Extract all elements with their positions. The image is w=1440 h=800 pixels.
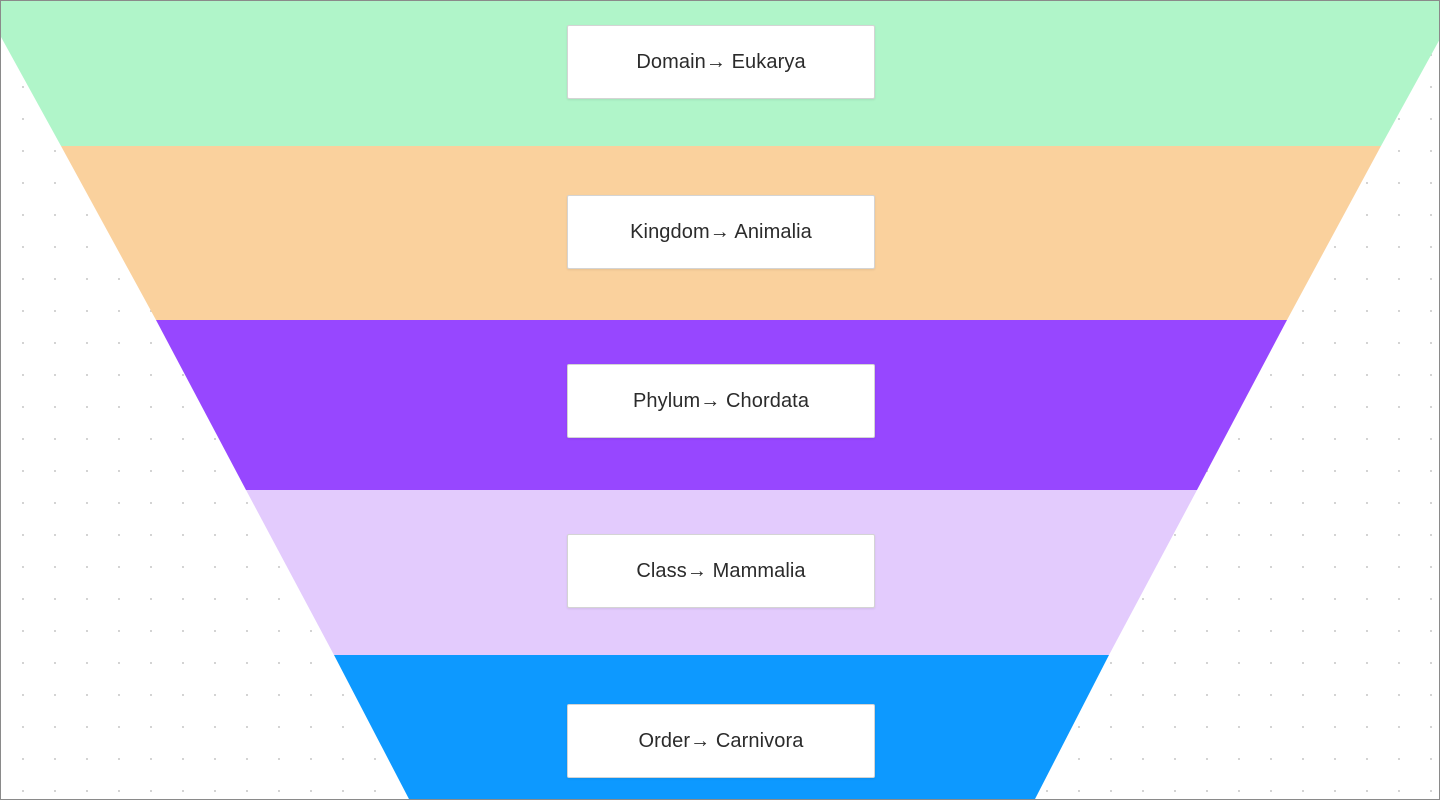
funnel-label-kingdom[interactable]: Kingdom→ Animalia — [567, 195, 875, 269]
funnel-label-phylum[interactable]: Phylum→ Chordata — [567, 364, 875, 438]
funnel-label-class[interactable]: Class→ Mammalia — [567, 534, 875, 608]
funnel-label-domain[interactable]: Domain→ Eukarya — [567, 25, 875, 99]
funnel-label-order[interactable]: Order→ Carnivora — [567, 704, 875, 778]
